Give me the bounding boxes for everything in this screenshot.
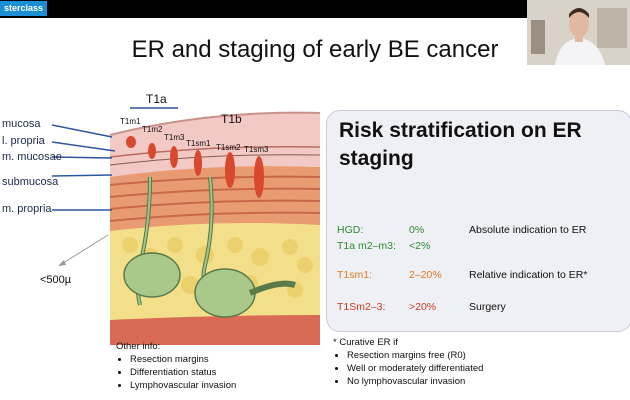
label-t1b: T1b bbox=[221, 112, 242, 126]
slide-title: ER and staging of early BE cancer bbox=[131, 36, 499, 63]
row-t1sm23-indication: Surgery bbox=[469, 301, 506, 313]
other-info-heading: Other info: bbox=[116, 341, 161, 352]
label-t1sm1: T1sm1 bbox=[186, 139, 211, 148]
curative-heading: * Curative ER if bbox=[333, 337, 398, 348]
layer-submucosa: submucosa bbox=[2, 176, 59, 188]
row-hgd-indication: Absolute indication to ER bbox=[469, 224, 587, 236]
curative-criteria: * Curative ER if Resection margins free … bbox=[333, 336, 483, 388]
label-t1sm3: T1sm3 bbox=[244, 145, 269, 154]
row-t1sm23-label: T1Sm2–3: bbox=[337, 301, 386, 313]
layer-lamina-propria: l. propria bbox=[2, 135, 45, 147]
row-t1a-label: T1a m2–m3: bbox=[337, 240, 396, 252]
layer-muscularis-propria: m. propria bbox=[2, 203, 52, 215]
app-badge: sterclass bbox=[0, 1, 48, 16]
label-t1m1: T1m1 bbox=[120, 117, 141, 126]
presenter-webcam bbox=[527, 0, 630, 65]
label-t1m3: T1m3 bbox=[164, 133, 185, 142]
row-t1a-pct: <2% bbox=[409, 240, 431, 252]
label-t1m2: T1m2 bbox=[142, 125, 163, 134]
row-t1sm1-pct: 2–20% bbox=[409, 269, 442, 281]
row-t1sm1-label: T1sm1: bbox=[337, 269, 373, 281]
risk-stratification-panel: Risk stratification on ER staging HGD: 0… bbox=[326, 110, 630, 332]
row-hgd-pct: 0% bbox=[409, 224, 425, 236]
curative-item: Resection margins free (R0) bbox=[347, 349, 483, 362]
other-info: Other info: Resection margins Differenti… bbox=[116, 340, 236, 392]
label-t1sm2: T1sm2 bbox=[216, 143, 241, 152]
esophageal-wall-diagram bbox=[51, 107, 321, 345]
video-top-bar: sterclass bbox=[0, 0, 630, 18]
label-t1a: T1a bbox=[146, 92, 167, 106]
layer-muscularis-mucosae: m. mucosae bbox=[2, 151, 62, 163]
row-hgd-label: HGD: bbox=[337, 224, 364, 236]
layer-mucosa: mucosa bbox=[2, 118, 41, 130]
other-info-item: Resection margins bbox=[130, 353, 236, 366]
row-t1sm23-pct: >20% bbox=[409, 301, 437, 313]
risk-title: Risk stratification on ER staging bbox=[339, 119, 582, 170]
other-info-item: Differentiation status bbox=[130, 366, 236, 379]
depth-label: <500µ bbox=[40, 274, 72, 286]
curative-item: No lymphovascular invasion bbox=[347, 375, 483, 388]
curative-item: Well or moderately differentiated bbox=[347, 362, 483, 375]
row-t1sm1-indication: Relative indication to ER* bbox=[469, 269, 588, 281]
other-info-item: Lymphovascular invasion bbox=[130, 379, 236, 392]
